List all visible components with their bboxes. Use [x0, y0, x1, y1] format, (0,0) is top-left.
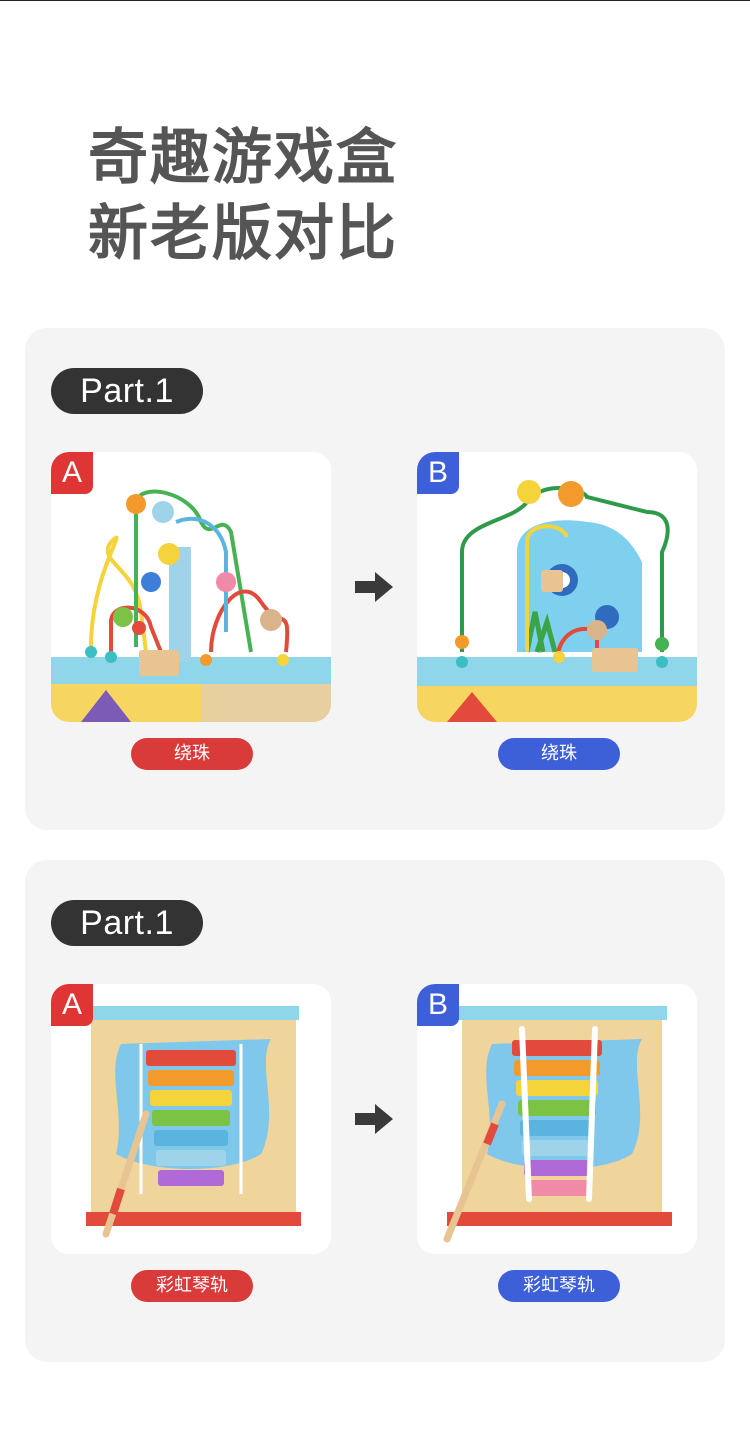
version-badge: A [51, 984, 93, 1026]
product-card-old-bead-maze: A [51, 452, 331, 722]
feature-caption: 彩虹琴轨 [131, 1270, 253, 1302]
title-line-1: 奇趣游戏盒 [88, 123, 398, 193]
version-badge: A [51, 452, 93, 494]
feature-caption: 彩虹琴轨 [498, 1270, 620, 1302]
arrow-right-icon [355, 1104, 393, 1134]
xylophone-new-image [417, 984, 697, 1254]
version-badge: B [417, 452, 459, 494]
bead-maze-new-image [417, 452, 697, 722]
part-label: Part.1 [51, 368, 203, 414]
top-border [0, 0, 750, 1]
part-label: Part.1 [51, 900, 203, 946]
product-card-old-xylophone: A [51, 984, 331, 1254]
title-line-2: 新老版对比 [88, 199, 398, 269]
comparison-section-xylophone: Part.1 A B [25, 860, 725, 1362]
bead-maze-old-image [51, 452, 331, 722]
arrow-right-icon [355, 572, 393, 602]
product-card-new-bead-maze: B [417, 452, 697, 722]
feature-caption: 绕珠 [131, 738, 253, 770]
product-card-new-xylophone: B [417, 984, 697, 1254]
comparison-section-bead-maze: Part.1 A [25, 328, 725, 830]
feature-caption: 绕珠 [498, 738, 620, 770]
xylophone-old-image [51, 984, 331, 1254]
version-badge: B [417, 984, 459, 1026]
page-title: 奇趣游戏盒 新老版对比 [88, 120, 688, 272]
